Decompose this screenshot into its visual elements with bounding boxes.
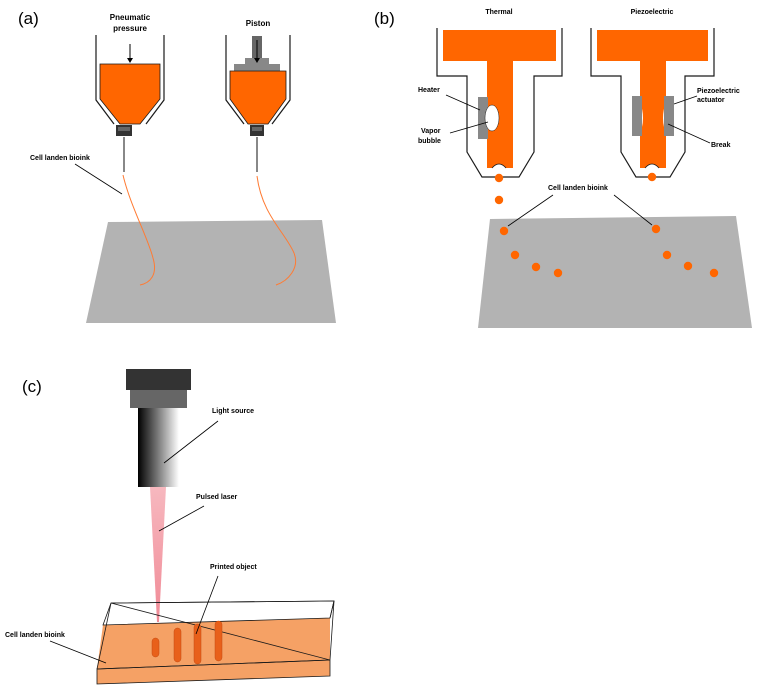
light-source-cap bbox=[126, 369, 191, 390]
actuator-leader bbox=[673, 95, 698, 105]
syringe-wall-left bbox=[95, 35, 115, 125]
pneumatic-pressure-label-1: Pneumatic bbox=[110, 13, 151, 22]
box-right-edge bbox=[329, 600, 335, 619]
thermal-label: Thermal bbox=[485, 9, 512, 16]
light-source-leader bbox=[163, 420, 219, 464]
printed-strand-4 bbox=[214, 620, 223, 662]
vapor-bubble bbox=[484, 104, 500, 132]
light-source-collar bbox=[130, 390, 187, 408]
bioink-label-b: Cell landen bioink bbox=[548, 185, 608, 192]
thermal-nozzle-tip bbox=[491, 163, 507, 169]
pressure-arrowhead bbox=[127, 58, 133, 63]
break-leader bbox=[667, 123, 711, 144]
thermal-droplet-2 bbox=[494, 195, 504, 205]
nozzle-fitting-ring bbox=[118, 127, 130, 131]
thermal-deposited-4 bbox=[553, 268, 563, 278]
piezo-label: Piezoelectric bbox=[631, 9, 674, 16]
light-source-body bbox=[138, 408, 179, 487]
bioink-gel-box bbox=[96, 600, 335, 685]
syringe-wall-right bbox=[145, 35, 165, 125]
thermal-deposited-3 bbox=[531, 262, 541, 272]
vapor-bubble-label-1: Vapor bbox=[421, 128, 441, 135]
panel-b: (b) Thermal Heater Vapor bubble bbox=[374, 9, 752, 328]
bioink-label-a: Cell landen bioink bbox=[30, 155, 90, 162]
syringe-wall-left-2 bbox=[225, 35, 245, 125]
piezo-actuator-right bbox=[664, 96, 674, 136]
panel-a: (a) Pneumatic pressure bbox=[18, 9, 336, 323]
printed-object-label: Printed object bbox=[210, 564, 257, 571]
piezo-deposited-3 bbox=[683, 261, 693, 271]
bioink-leader-a bbox=[74, 163, 123, 195]
syringe-wall-right-2 bbox=[271, 35, 291, 125]
panel-b-letter: (b) bbox=[374, 9, 395, 28]
substrate-b bbox=[478, 216, 752, 328]
thermal-droplet-1 bbox=[494, 173, 504, 183]
actuator-label-1: Piezoelectric bbox=[697, 88, 740, 95]
piston-head bbox=[234, 64, 280, 71]
piezo-printhead bbox=[590, 28, 719, 278]
thermal-ink-reservoir bbox=[443, 30, 556, 61]
piezo-ink-reservoir bbox=[597, 30, 708, 61]
printed-strand-2 bbox=[173, 627, 182, 663]
box-front-top-edge bbox=[96, 659, 331, 670]
heater-leader bbox=[445, 94, 481, 111]
pulsed-laser-beam bbox=[150, 487, 166, 622]
nozzle-fitting-ring-2 bbox=[252, 127, 262, 131]
piezo-ink-channel bbox=[640, 61, 666, 168]
piston-arrowhead bbox=[254, 58, 260, 63]
heater-element bbox=[478, 97, 488, 139]
piston-syringe bbox=[225, 35, 296, 286]
piston-label: Piston bbox=[246, 19, 271, 28]
vapor-bubble-label-2: bubble bbox=[418, 138, 441, 145]
extruded-filament-a bbox=[122, 174, 155, 286]
heater-label: Heater bbox=[418, 87, 440, 94]
piezo-droplet-1 bbox=[647, 172, 657, 182]
bioink-label-c: Cell landen bioink bbox=[5, 632, 65, 639]
panel-a-letter: (a) bbox=[18, 9, 39, 28]
printed-object-leader bbox=[195, 575, 219, 635]
light-source-label: Light source bbox=[212, 408, 254, 415]
substrate-a bbox=[86, 220, 336, 323]
bioink-leader-b1 bbox=[507, 194, 554, 227]
bioink-leader-b2 bbox=[613, 194, 653, 226]
piezo-deposited-2 bbox=[662, 250, 672, 260]
panel-c-letter: (c) bbox=[22, 377, 42, 396]
thermal-deposited-1 bbox=[499, 226, 509, 236]
piezo-deposited-4 bbox=[709, 268, 719, 278]
actuator-label-2: actuator bbox=[697, 97, 725, 104]
printed-strand-1 bbox=[151, 637, 160, 658]
pulsed-laser-label: Pulsed laser bbox=[196, 494, 238, 501]
bioink-reservoir-2 bbox=[229, 70, 287, 125]
pulsed-laser-leader bbox=[158, 505, 205, 532]
extruded-filament-b bbox=[256, 175, 296, 286]
thermal-printhead bbox=[436, 28, 563, 278]
thermal-ink-channel bbox=[487, 61, 513, 168]
bioink-leader-c bbox=[49, 640, 107, 664]
thermal-deposited-2 bbox=[510, 250, 520, 260]
piezo-actuator-left bbox=[632, 96, 642, 136]
box-left-edge bbox=[96, 602, 112, 670]
piezo-nozzle-tip bbox=[644, 163, 660, 169]
panel-c: (c) Light source Pulsed laser Printed ob… bbox=[5, 369, 335, 685]
box-outline bbox=[96, 600, 335, 685]
bioink-reservoir bbox=[99, 63, 161, 125]
piezo-deposited-1 bbox=[651, 224, 661, 234]
pneumatic-pressure-label-2: pressure bbox=[113, 24, 147, 33]
break-label: Break bbox=[711, 142, 731, 149]
vapor-bubble-leader bbox=[449, 121, 489, 134]
pneumatic-syringe bbox=[95, 35, 165, 286]
printed-strand-3 bbox=[193, 623, 202, 665]
